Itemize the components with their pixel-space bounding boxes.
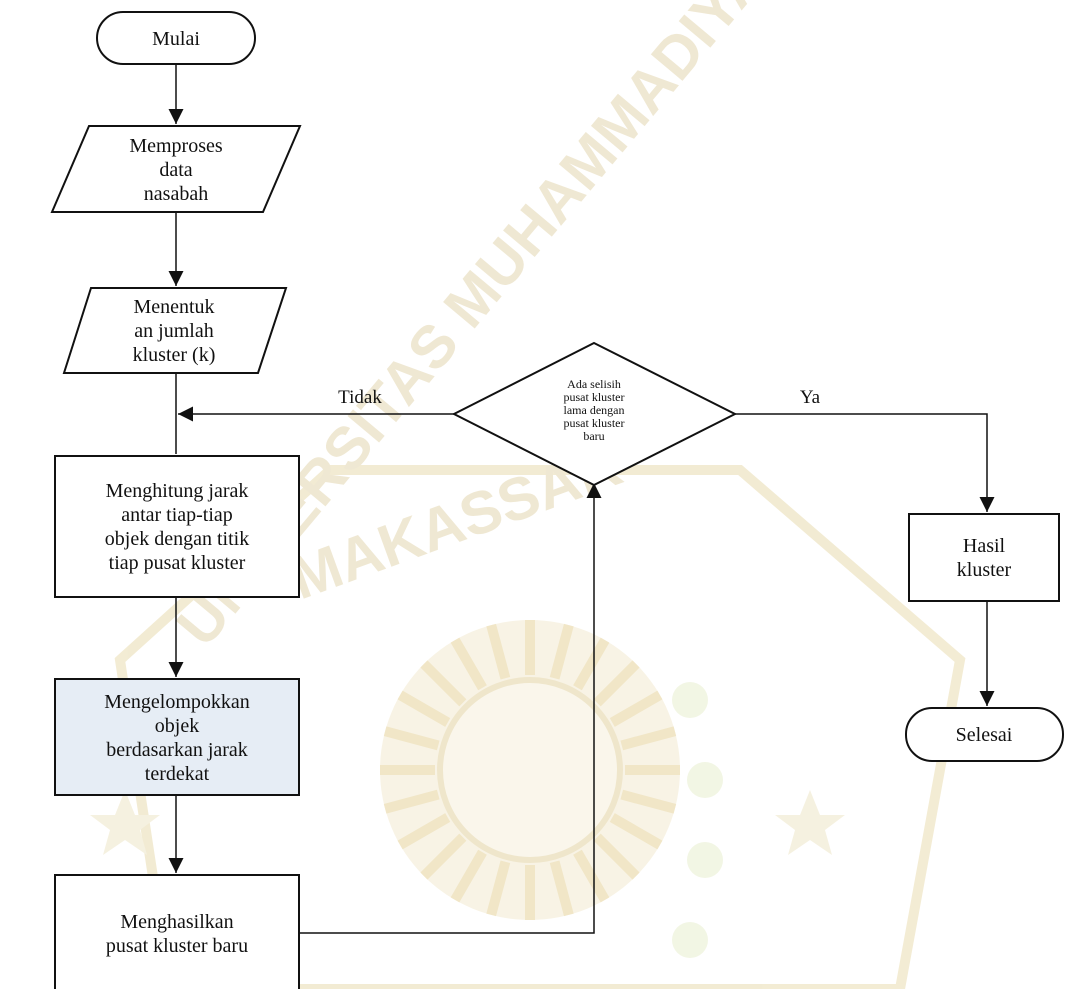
- edge-label-ya: Ya: [800, 387, 821, 408]
- node-label-line: kluster: [957, 559, 1012, 581]
- process-hasil-shape: [908, 513, 1060, 602]
- input-memproses-shape: [50, 125, 302, 213]
- node-label-line: Mulai: [152, 28, 200, 50]
- process-mengelompokkan-shape: [54, 678, 300, 796]
- edge-label-tidak: Tidak: [338, 387, 382, 408]
- node-label-line: nasabah: [144, 183, 208, 205]
- node-label-line: pusat kluster baru: [106, 935, 248, 957]
- node-label-line: Menentuk: [133, 296, 214, 318]
- process-menghasilkan-shape: [54, 874, 300, 989]
- node-label-line: data: [159, 159, 192, 181]
- node-label-line: pusat kluster: [564, 390, 625, 404]
- edge-menghasilkan-to-decision: [299, 483, 602, 934]
- node-label-line: kluster (k): [133, 344, 216, 366]
- node-label-line: an jumlah: [134, 320, 213, 342]
- node-label-line: Mengelompokkan: [104, 691, 250, 713]
- edge-decision-ya: [735, 413, 995, 512]
- node-label-line: berdasarkan jarak: [106, 739, 248, 761]
- node-label-line: Menghasilkan: [120, 911, 233, 933]
- node-label-line: lama dengan: [564, 403, 625, 417]
- node-label-mulai: Mulai: [152, 28, 200, 50]
- node-label-line: baru: [583, 429, 604, 443]
- decision-shape: [451, 341, 738, 487]
- node-label-line: Ada selisih: [567, 377, 621, 391]
- node-label-line: Menghitung jarak: [106, 480, 249, 502]
- node-label-line: terdekat: [145, 763, 210, 785]
- input-menentukan-shape: [62, 287, 288, 374]
- process-menghitung-shape: [54, 455, 300, 598]
- node-label-selesai: Selesai: [956, 724, 1013, 746]
- node-label-line: antar tiap-tiap: [121, 504, 233, 526]
- terminal-selesai-shape: [905, 707, 1064, 762]
- node-label-line: tiap pusat kluster: [109, 552, 246, 574]
- node-label-line: pusat kluster: [564, 416, 625, 430]
- node-label-line: Selesai: [956, 724, 1013, 746]
- node-label-line: Memproses: [129, 135, 223, 157]
- node-label-line: Hasil: [963, 535, 1006, 557]
- node-label-line: objek: [155, 715, 199, 737]
- terminal-mulai-shape: [96, 11, 256, 65]
- node-label-line: objek dengan titik: [105, 528, 249, 550]
